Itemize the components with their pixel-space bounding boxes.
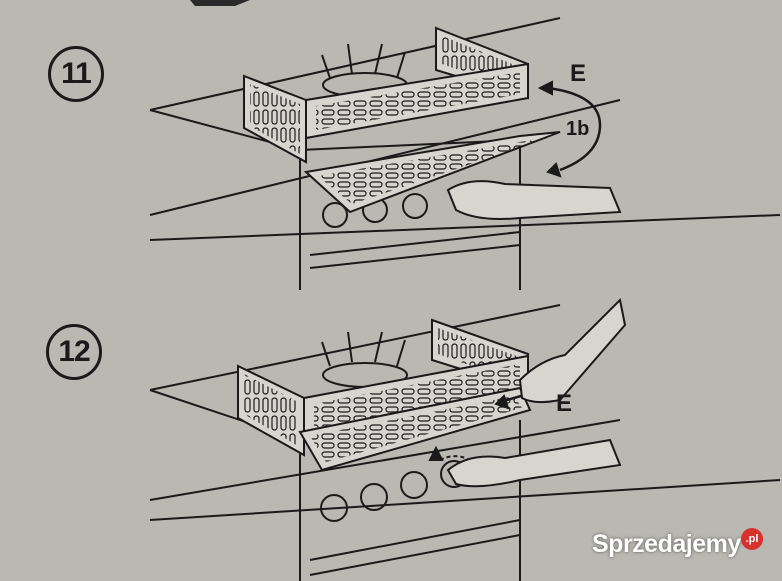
step-number-12: 12 [46, 324, 102, 380]
step-number-11: 11 [48, 46, 104, 102]
watermark-badge: .pl [741, 528, 763, 550]
hand-icon [446, 180, 622, 220]
heat-lines-icon [321, 331, 406, 367]
part-label-e-step-11: E [570, 60, 587, 87]
watermark-text: Sprzedajemy [592, 530, 741, 558]
heat-lines-icon [321, 43, 406, 79]
action-label-1b: 1b [566, 118, 590, 140]
hand-icon [446, 297, 627, 488]
part-label-e-step-12: E [556, 390, 573, 417]
step-12-drawing [149, 304, 781, 581]
step-11-drawing [149, 17, 781, 290]
rotate-arrow-icon [537, 80, 602, 178]
